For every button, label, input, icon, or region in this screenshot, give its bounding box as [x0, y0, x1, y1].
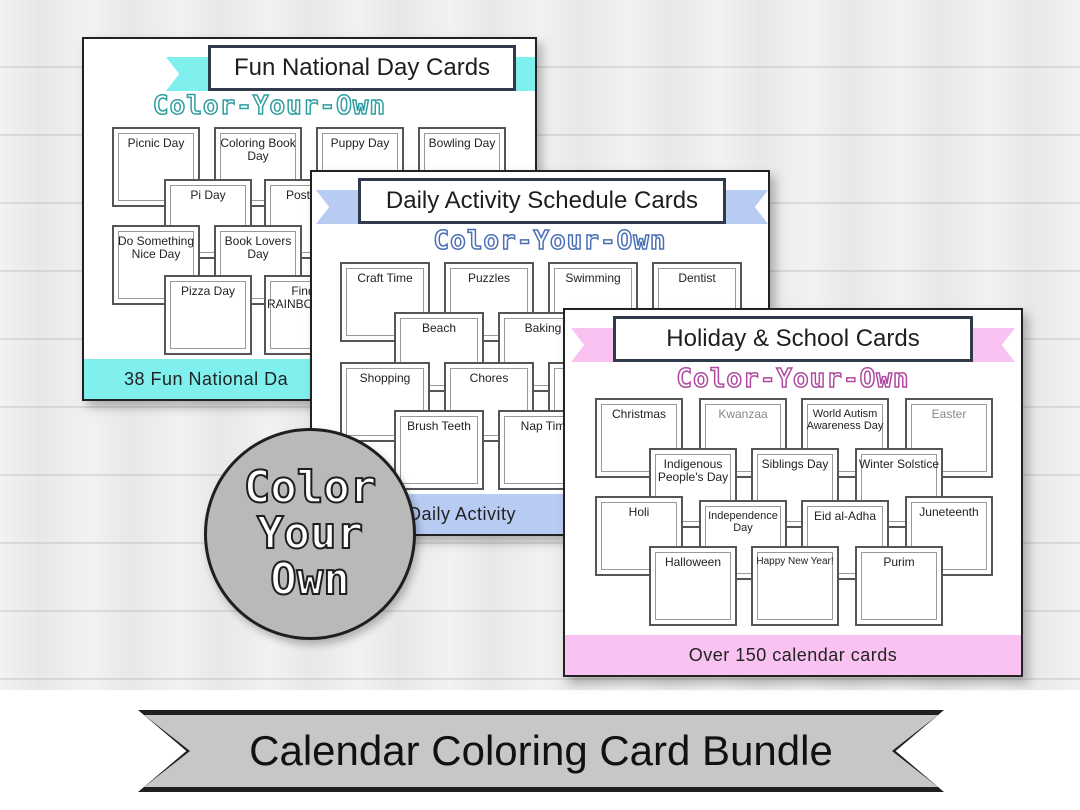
mini-card: Christmas	[595, 398, 683, 478]
mini-card: Indigenous People's Day	[649, 448, 737, 528]
mini-card: Halloween	[649, 546, 737, 626]
badge-line-1: Color	[243, 461, 377, 513]
activity-title-ribbon: Daily Activity Schedule Cards	[316, 178, 768, 224]
banner-text: Calendar Coloring Card Bundle	[249, 727, 833, 774]
badge-line-3: Own	[269, 554, 350, 606]
mini-card: Easter	[905, 398, 993, 478]
activity-card: Daily Activity Schedule Cards Color-Your…	[310, 170, 770, 536]
mini-card: Purim	[855, 546, 943, 626]
badge-line-2: Your	[256, 507, 364, 559]
holiday-title-ribbon: Holiday & School Cards	[571, 316, 1015, 362]
mini-card: Pizza Day	[164, 275, 252, 355]
mini-card: Brush Teeth	[394, 410, 484, 490]
bottom-banner: Calendar Coloring Card Bundle	[138, 710, 944, 792]
activity-title: Daily Activity Schedule Cards	[358, 178, 726, 224]
holiday-title: Holiday & School Cards	[613, 316, 973, 362]
holiday-card: Holiday & School Cards Color-Your-Own Ch…	[563, 308, 1023, 677]
activity-subtitle: Color-Your-Own	[433, 225, 667, 257]
color-your-own-badge: Color Your Own	[204, 428, 416, 640]
national-title-ribbon: Fun National Day Cards	[166, 45, 535, 91]
national-title: Fun National Day Cards	[208, 45, 516, 91]
mini-card: Happy New Year!	[751, 546, 839, 626]
holiday-subtitle: Color-Your-Own	[676, 363, 910, 395]
holiday-footer: Over 150 calendar cards	[565, 635, 1021, 675]
national-subtitle: Color-Your-Own	[152, 90, 387, 122]
